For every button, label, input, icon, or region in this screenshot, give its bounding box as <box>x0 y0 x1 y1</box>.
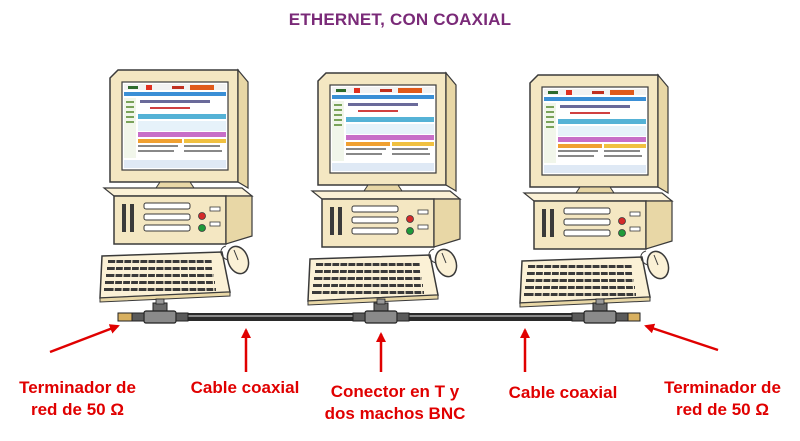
computer-right <box>519 74 673 308</box>
label-cable-right: Cable coaxial <box>508 383 618 402</box>
computer-left <box>99 69 253 303</box>
diagram-title: ETHERNET, CON COAXIAL <box>288 10 512 29</box>
arrow-terminator-left <box>49 324 120 354</box>
label-terminator-right: Terminador de red de 50 Ω <box>664 378 781 419</box>
t-connector-left <box>131 298 189 324</box>
computer-center <box>307 72 461 306</box>
arrow-terminator-right <box>644 323 719 352</box>
label-terminator-left: Terminador de red de 50 Ω <box>19 378 136 419</box>
label-cable-left: Cable coaxial <box>190 378 300 397</box>
label-connector: Conector en T y dos machos BNC <box>324 382 466 423</box>
